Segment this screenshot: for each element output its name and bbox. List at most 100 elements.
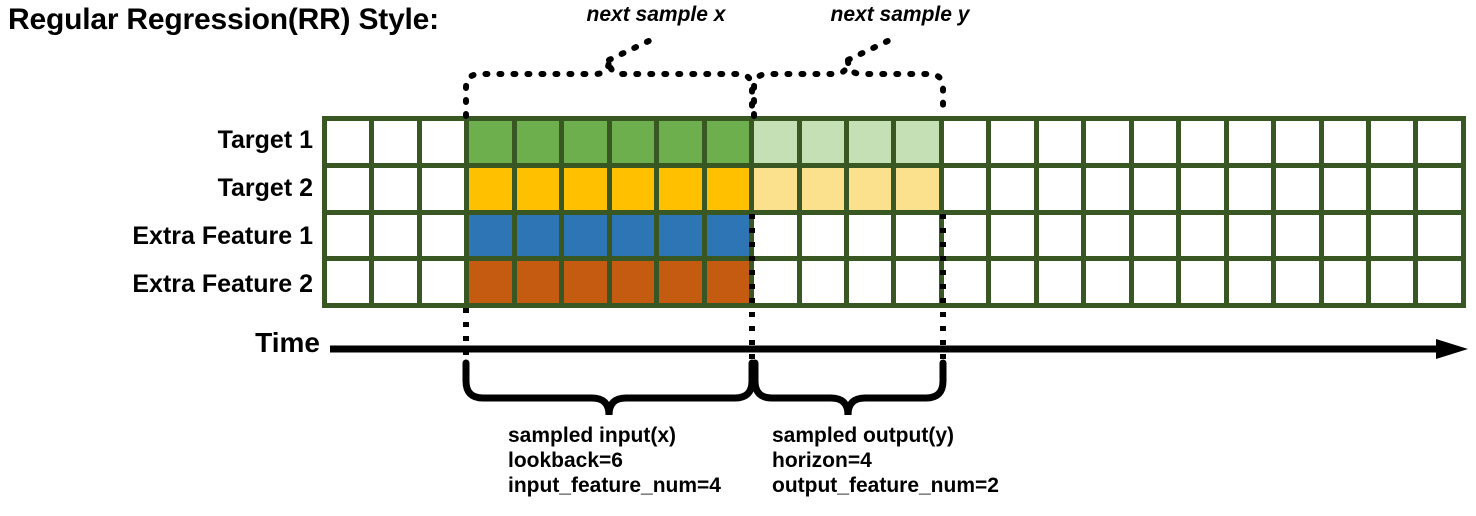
grid-cell <box>606 167 655 210</box>
grid-cell <box>559 121 607 163</box>
grid-cell <box>416 167 465 210</box>
grid-cell <box>796 121 844 163</box>
grid-cell <box>369 261 417 303</box>
grid-cell <box>606 214 655 257</box>
grid-cell <box>1128 121 1177 163</box>
grid-cell <box>1413 214 1461 257</box>
grid-cell <box>464 121 512 163</box>
grid-cell <box>511 261 560 303</box>
grid-cell <box>1223 167 1272 210</box>
grid-cell <box>891 167 939 210</box>
grid-cell <box>1413 261 1461 303</box>
grid-cell <box>1223 261 1272 303</box>
grid-cell <box>1128 214 1177 257</box>
caption-output-line-2: horizon=4 <box>772 449 872 472</box>
grid-cell <box>1318 214 1366 257</box>
grid-cell <box>1176 214 1224 257</box>
grid-row-target-1 <box>327 121 1461 163</box>
grid-cell <box>654 167 702 210</box>
caption-input-line-2: lookback=6 <box>508 449 623 472</box>
grid-cell <box>1081 121 1129 163</box>
grid-cell <box>1033 214 1082 257</box>
grid-cell <box>327 261 370 303</box>
grid-cell <box>1081 167 1129 210</box>
grid-cell <box>938 261 987 303</box>
grid-cell <box>701 167 750 210</box>
grid-cell <box>327 121 370 163</box>
caption-input-line-1: sampled input(x) <box>508 424 677 447</box>
grid-cell <box>1413 121 1461 163</box>
grid-cell <box>1365 261 1414 303</box>
grid-cell <box>843 167 892 210</box>
caption-sampled-input: sampled input(x) lookback=6 input_featur… <box>508 423 721 498</box>
caption-input-line-3: input_feature_num=4 <box>508 474 721 497</box>
grid-cell <box>938 121 987 163</box>
grid-cell <box>1033 167 1082 210</box>
grid-cell <box>986 214 1034 257</box>
annotation-next-sample-x: next sample x <box>586 3 726 26</box>
caption-sampled-output: sampled output(y) horizon=4 output_featu… <box>772 423 999 498</box>
grid-cell <box>416 214 465 257</box>
grid-cell <box>464 261 512 303</box>
grid-cell <box>369 167 417 210</box>
grid-cell <box>1318 261 1366 303</box>
grid-cell <box>464 214 512 257</box>
grid-cell <box>1081 214 1129 257</box>
grid-cell <box>369 121 417 163</box>
grid-cell <box>1223 214 1272 257</box>
grid-cell <box>843 261 892 303</box>
grid-cell <box>1318 167 1366 210</box>
grid-cell <box>986 121 1034 163</box>
grid-cell <box>1176 167 1224 210</box>
grid-cell <box>796 214 844 257</box>
caption-output-line-3: output_feature_num=2 <box>772 474 999 497</box>
time-axis-label: Time <box>255 327 320 358</box>
grid-cell <box>1365 167 1414 210</box>
row-label-extra-feature-2: Extra Feature 2 <box>132 270 313 298</box>
grid-cell <box>1033 121 1082 163</box>
annotation-next-sample-y: next sample y <box>830 3 970 26</box>
grid-cell <box>416 121 465 163</box>
grid-cell <box>701 121 750 163</box>
grid-cell <box>559 261 607 303</box>
grid-cell <box>606 121 655 163</box>
grid-cell <box>938 214 987 257</box>
grid-cell <box>749 167 797 210</box>
grid-cell <box>796 167 844 210</box>
grid-cell <box>1365 214 1414 257</box>
grid-cell <box>749 121 797 163</box>
time-axis-arrow <box>330 339 1468 359</box>
row-label-target-1: Target 1 <box>217 126 313 154</box>
grid-cell <box>1413 167 1461 210</box>
grid-cell <box>327 167 370 210</box>
grid-cell <box>654 261 702 303</box>
row-label-column: Target 1 Target 2 Extra Feature 1 Extra … <box>10 116 313 308</box>
grid-cell <box>1271 261 1319 303</box>
grid-cell <box>1128 261 1177 303</box>
grid-cell <box>654 121 702 163</box>
grid-cell <box>701 261 750 303</box>
grid-cell <box>1365 121 1414 163</box>
grid-cell <box>938 167 987 210</box>
grid-cell <box>843 121 892 163</box>
grid-row-extra-feature-1 <box>327 209 1461 257</box>
grid-cell <box>1176 121 1224 163</box>
grid-cell <box>1223 121 1272 163</box>
timeline-grid <box>322 116 1466 308</box>
grid-cell <box>891 261 939 303</box>
page-title: Regular Regression(RR) Style: <box>8 3 439 36</box>
grid-cell <box>1176 261 1224 303</box>
grid-cell <box>891 214 939 257</box>
row-label-extra-feature-1: Extra Feature 1 <box>132 222 313 250</box>
row-label-target-2: Target 2 <box>217 174 313 202</box>
grid-cell <box>511 167 560 210</box>
grid-cell <box>1033 261 1082 303</box>
grid-cell <box>986 167 1034 210</box>
grid-cell <box>511 121 560 163</box>
grid-cell <box>464 167 512 210</box>
grid-cell <box>369 214 417 257</box>
caption-output-line-1: sampled output(y) <box>772 424 954 447</box>
grid-cell <box>843 214 892 257</box>
grid-cell <box>701 214 750 257</box>
